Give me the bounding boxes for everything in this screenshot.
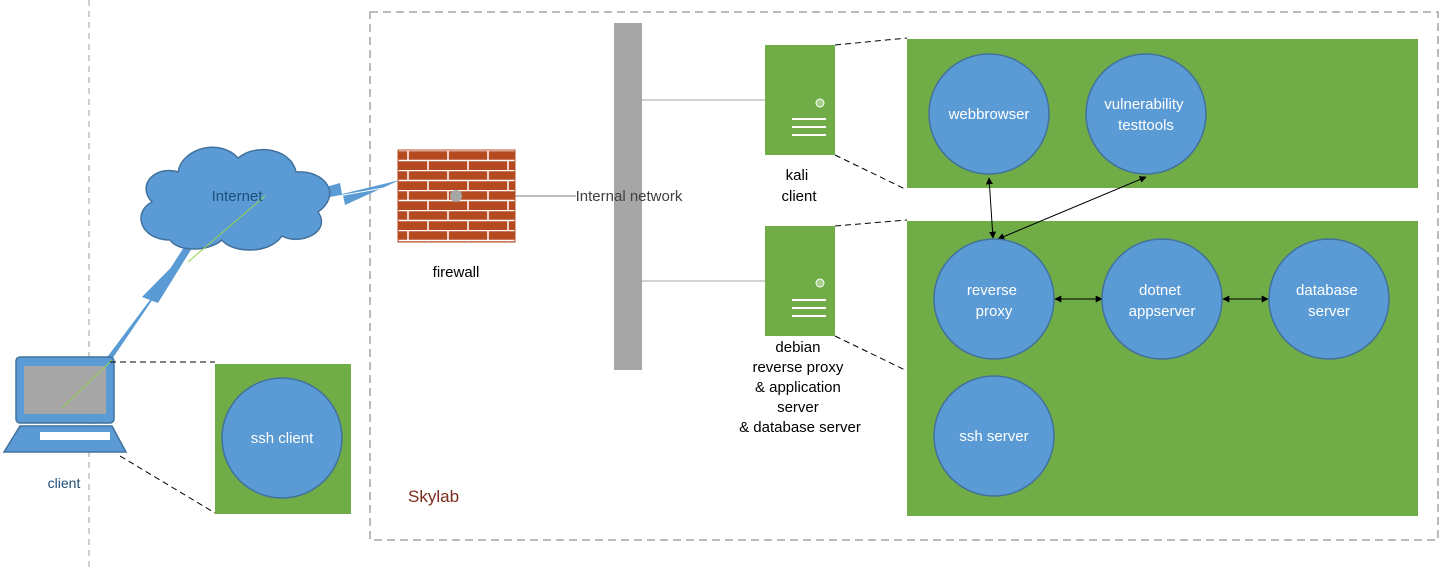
node-label: webbrowser [948,106,1030,123]
dotnet-appserver-node[interactable]: dotnet appserver [1101,238,1223,360]
callout-line [834,335,908,372]
arrow-testtools-reverse-proxy [997,176,1147,240]
ssh-client-node[interactable]: ssh client [221,377,343,499]
node-label: reverse [967,282,1017,299]
svg-text:ssh client: ssh client [251,430,314,447]
webbrowser-node[interactable]: webbrowser [928,53,1050,175]
node-label: database [1296,282,1358,299]
callout-line [834,219,908,227]
node-label: ssh client [251,430,314,447]
reverse-proxy-node[interactable]: reverse proxy [933,238,1055,360]
firewall-label: firewall [433,264,480,281]
skylab-boundary [369,11,1439,541]
node-label: ssh server [959,428,1028,445]
svg-text:database server: database server [1296,282,1362,320]
skylab-label: Skylab [408,487,459,506]
vulnerability-testtools-node[interactable]: vulnerability testtools [1085,53,1207,175]
callout-line [834,37,908,46]
database-server-node[interactable]: database server [1268,238,1390,360]
node-label: dotnet [1139,282,1182,299]
cloud-icon [140,146,331,251]
svg-text:webbrowser: webbrowser [948,106,1030,123]
callout-line [119,455,216,514]
svg-text:reverse proxy: reverse proxy [967,282,1021,320]
node-label: vulnerability [1104,96,1184,113]
debian-server-label: debian reverse proxy & application serve… [739,339,861,436]
cloud-guide-line [187,195,266,263]
firewall-icon [397,149,516,243]
internal-network-bar [614,23,642,370]
internet-label: Internet [212,188,264,205]
node-label: testtools [1118,117,1174,134]
svg-text:ssh server: ssh server [959,428,1028,445]
server-icon [765,226,835,336]
svg-text:dotnet appserver: dotnet appserver [1129,282,1196,320]
arrow-webbrowser-reverse-proxy [985,177,997,239]
node-label: appserver [1129,303,1196,320]
laptop-icon [2,356,128,453]
laptop-guide-line [61,359,113,409]
svg-text:vulnerability testtools: vulnerability testtools [1104,96,1187,134]
node-label: proxy [976,303,1013,320]
client-label: client [48,475,81,491]
kali-client-label: kali client [781,167,817,205]
internal-network-label: Internal network [576,188,683,205]
callout-line [834,154,908,191]
ssh-server-node[interactable]: ssh server [933,375,1055,497]
node-label: server [1308,303,1350,320]
server-icon [765,45,835,155]
